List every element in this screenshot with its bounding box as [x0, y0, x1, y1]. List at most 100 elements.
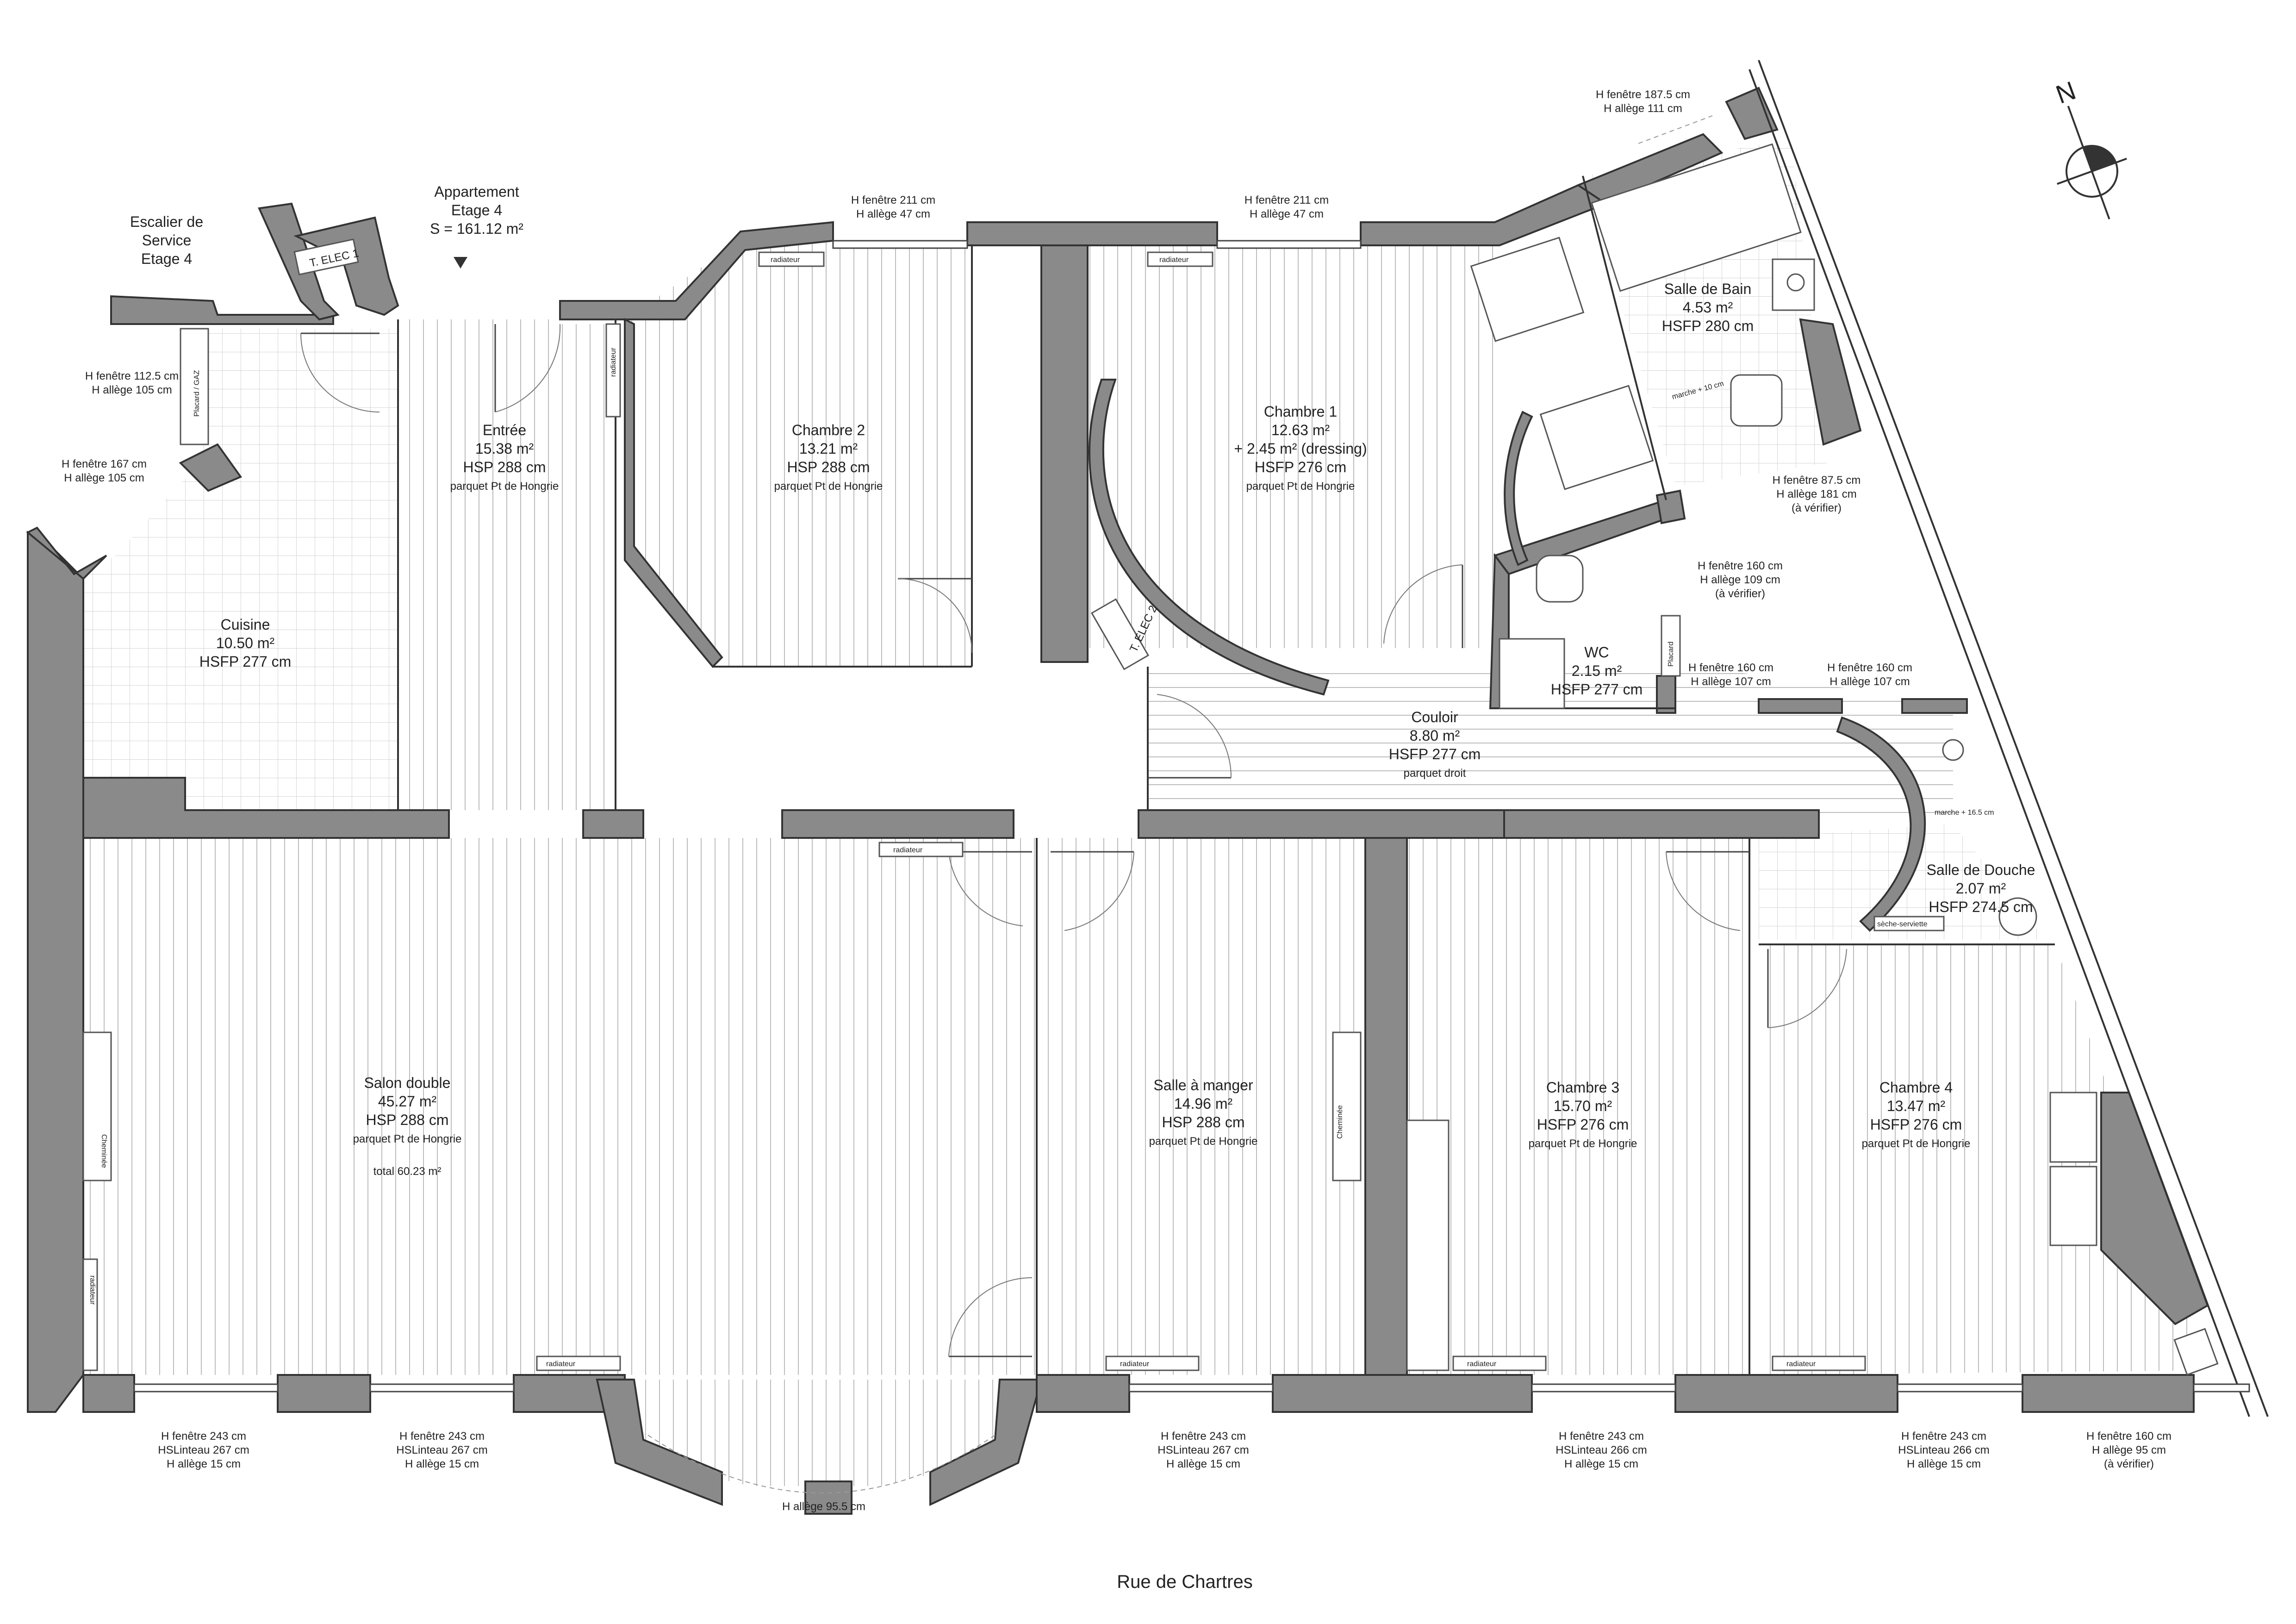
- svg-text:H allège 95 cm: H allège 95 cm: [2092, 1444, 2166, 1456]
- wall-outer-right: [1758, 60, 2269, 1417]
- wall-bay-mid: [804, 1480, 852, 1515]
- svg-text:H allège 15 cm: H allège 15 cm: [1907, 1458, 1981, 1470]
- wall-bain-top: [1576, 133, 1724, 205]
- svg-text:H fenêtre 243 cm: H fenêtre 243 cm: [1901, 1430, 1986, 1443]
- svg-text:H fenêtre 243 cm: H fenêtre 243 cm: [1559, 1430, 1644, 1443]
- svg-text:HSP 288 cm: HSP 288 cm: [787, 459, 870, 475]
- label-marche-douche: marche + 16.5 cm: [1935, 809, 1994, 817]
- svg-text:14.96 m²: 14.96 m²: [1174, 1095, 1233, 1112]
- svg-text:2.07 m²: 2.07 m²: [1956, 880, 2006, 897]
- floor-chambre2: [625, 241, 972, 667]
- win-note-bottom-3: H fenêtre 243 cm HSLinteau 267 cm H allè…: [1157, 1430, 1249, 1470]
- svg-text:H fenêtre 167 cm: H fenêtre 167 cm: [62, 458, 147, 470]
- room-salon: Salon double 45.27 m² HSP 288 cm parquet…: [353, 1074, 462, 1178]
- svg-text:HSLinteau 267 cm: HSLinteau 267 cm: [396, 1444, 487, 1456]
- svg-text:HSFP 277 cm: HSFP 277 cm: [1389, 746, 1481, 762]
- wall-top-ch1: [1360, 184, 1608, 246]
- apartment-title-line: Appartement: [434, 183, 519, 200]
- window-annotations: H fenêtre 187.5 cm H allège 111 cm H fen…: [62, 88, 2172, 1513]
- svg-text:H allège 181 cm: H allège 181 cm: [1776, 488, 1856, 500]
- svg-text:Couloir: Couloir: [1411, 709, 1458, 725]
- svg-text:HSP 288 cm: HSP 288 cm: [1162, 1114, 1244, 1131]
- svg-text:(à vérifier): (à vérifier): [1792, 502, 1842, 514]
- apartment-title: Appartement Etage 4 S = 161.12 m²: [430, 183, 523, 269]
- room-floors: [83, 139, 2212, 1486]
- svg-text:Chambre 4: Chambre 4: [1879, 1079, 1953, 1096]
- label-cheminee-1: Cheminée: [100, 1134, 108, 1168]
- svg-text:Salle de Douche: Salle de Douche: [1927, 862, 2035, 878]
- svg-text:H fenêtre 243 cm: H fenêtre 243 cm: [1161, 1430, 1246, 1443]
- svg-text:(à vérifier): (à vérifier): [2104, 1458, 2154, 1470]
- svg-text:parquet Pt de Hongrie: parquet Pt de Hongrie: [1149, 1135, 1258, 1148]
- svg-text:H allège 15 cm: H allège 15 cm: [1564, 1458, 1638, 1470]
- svg-text:HSFP 274.5 cm: HSFP 274.5 cm: [1929, 899, 2033, 915]
- svg-text:H fenêtre 243 cm: H fenêtre 243 cm: [161, 1430, 246, 1443]
- svg-text:parquet Pt de Hongrie: parquet Pt de Hongrie: [353, 1133, 462, 1145]
- svg-text:HSP 288 cm: HSP 288 cm: [366, 1112, 448, 1128]
- svg-text:HSLinteau 267 cm: HSLinteau 267 cm: [1157, 1444, 1249, 1456]
- walls: [26, 60, 2269, 1515]
- label-radiateur-8: radiateur: [610, 347, 617, 377]
- svg-text:H fenêtre 187.5 cm: H fenêtre 187.5 cm: [1596, 88, 1690, 101]
- apartment-surface-line: S = 161.12 m²: [430, 220, 523, 237]
- wall-bottom-1: [82, 1374, 135, 1413]
- svg-text:HSLinteau 266 cm: HSLinteau 266 cm: [1556, 1444, 1647, 1456]
- svg-text:parquet Pt de Hongrie: parquet Pt de Hongrie: [774, 480, 883, 493]
- room-chambre2: Chambre 2 13.21 m² HSP 288 cm parquet Pt…: [774, 422, 883, 493]
- svg-text:HSFP 277 cm: HSFP 277 cm: [1551, 681, 1643, 698]
- svg-text:WC: WC: [1584, 644, 1609, 661]
- svg-text:H fenêtre 160 cm: H fenêtre 160 cm: [1688, 662, 1773, 674]
- wall-outer-left: [27, 531, 84, 1413]
- wall-stub-1: [582, 809, 644, 839]
- fixtures: [82, 143, 2219, 1376]
- wall-cuisine-corner: [179, 443, 243, 492]
- win-note-cuisine-1: H fenêtre 112.5 cm H allège 105 cm: [85, 370, 179, 396]
- svg-text:H fenêtre 160 cm: H fenêtre 160 cm: [1698, 560, 1783, 572]
- street-name: Rue de Chartres: [1117, 1572, 1252, 1592]
- svg-text:Salle à manger: Salle à manger: [1153, 1077, 1253, 1093]
- svg-text:parquet Pt de Hongrie: parquet Pt de Hongrie: [1862, 1137, 1971, 1150]
- label-radiateur-9: radiateur: [88, 1275, 96, 1305]
- win-note-bain-right: H fenêtre 87.5 cm H allège 181 cm (à vér…: [1773, 474, 1861, 514]
- room-manger: Salle à manger 14.96 m² HSP 288 cm parqu…: [1149, 1077, 1258, 1148]
- svg-text:H allège 15 cm: H allège 15 cm: [167, 1458, 241, 1470]
- stair-line-2: Service: [142, 232, 192, 249]
- label-radiateur-6: radiateur: [1467, 1360, 1497, 1368]
- wall-left-top: [26, 526, 107, 580]
- wall-bay-left: [596, 1379, 723, 1506]
- label-radiateur-2: radiateur: [1159, 256, 1189, 264]
- wall-bottom-5: [1272, 1374, 1533, 1413]
- svg-text:Entrée: Entrée: [483, 422, 526, 438]
- svg-text:2.15 m²: 2.15 m²: [1572, 662, 1622, 679]
- wall-couloir-top-right: [1758, 698, 1843, 714]
- svg-text:H fenêtre 211 cm: H fenêtre 211 cm: [851, 194, 935, 206]
- label-gaz: Placard / GAZ: [193, 370, 201, 417]
- room-couloir: Couloir 8.80 m² HSFP 277 cm parquet droi…: [1389, 709, 1481, 780]
- room-cuisine: Cuisine 10.50 m² HSFP 277 cm: [199, 616, 292, 670]
- floor-manger: [1037, 838, 1365, 1375]
- win-note-bottom-4: H fenêtre 243 cm HSLinteau 266 cm H allè…: [1556, 1430, 1647, 1470]
- wall-elec1: [293, 216, 399, 316]
- svg-text:H fenêtre 112.5 cm: H fenêtre 112.5 cm: [85, 370, 179, 382]
- svg-text:H allège 15 cm: H allège 15 cm: [1166, 1458, 1240, 1470]
- win-note-ch2-top: H fenêtre 211 cm H allège 47 cm: [851, 194, 935, 220]
- svg-text:parquet Pt de Hongrie: parquet Pt de Hongrie: [1529, 1137, 1637, 1150]
- label-radiateur-3: radiateur: [893, 846, 923, 854]
- win-note-bottom-bay: H allège 95.5 cm: [782, 1500, 865, 1513]
- svg-text:13.47 m²: 13.47 m²: [1887, 1098, 1946, 1114]
- svg-text:parquet Pt de Hongrie: parquet Pt de Hongrie: [1246, 480, 1355, 493]
- svg-text:Salon double: Salon double: [364, 1074, 451, 1091]
- svg-text:HSFP 277 cm: HSFP 277 cm: [199, 653, 292, 670]
- curved-partition-ch1: [1089, 379, 1330, 696]
- floor-entree: [403, 319, 616, 810]
- label-placard: Placard: [1667, 642, 1675, 667]
- wall-bain-corner: [1725, 87, 1779, 140]
- apartment-floor-line: Etage 4: [451, 202, 502, 219]
- svg-text:HSFP 276 cm: HSFP 276 cm: [1255, 459, 1347, 475]
- label-radiateur-4: radiateur: [546, 1360, 576, 1368]
- floor-chambre1: [1088, 222, 1504, 648]
- svg-text:Cuisine: Cuisine: [221, 616, 270, 633]
- floor-salon: [83, 838, 1037, 1375]
- svg-text:H allège 105 cm: H allège 105 cm: [64, 472, 144, 484]
- win-note-bottom-2: H fenêtre 243 cm HSLinteau 267 cm H allè…: [396, 1430, 487, 1470]
